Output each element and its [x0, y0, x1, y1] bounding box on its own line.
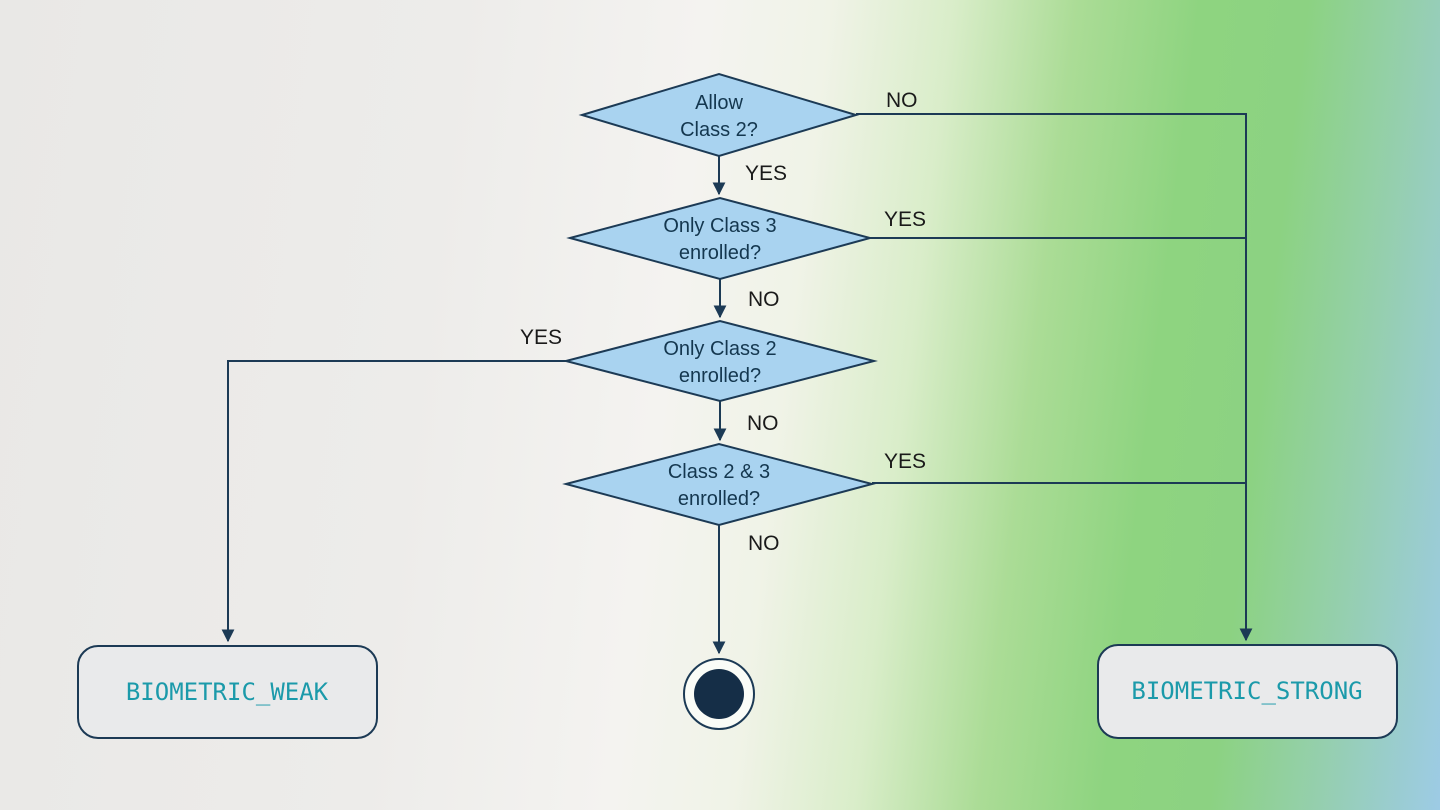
decision-only-class-2	[562, 319, 878, 403]
final-state-icon	[694, 669, 744, 719]
decision-only-class-2-line1: Only Class 2	[663, 338, 776, 360]
edge-allow-no-to-strong	[856, 113, 1253, 642]
decision-allow-class-2	[578, 72, 860, 158]
terminal-biometric-weak-label: BIOMETRIC_WEAK	[126, 678, 329, 706]
decision-only-class-3-line1: Only Class 3	[663, 215, 776, 237]
decision-only-class-2-line2: enrolled?	[679, 365, 761, 387]
label-only3-no: NO	[748, 288, 780, 311]
label-only2-yes: YES	[520, 326, 562, 349]
decision-class-2-and-3	[562, 442, 876, 527]
label-class23-no: NO	[748, 532, 780, 555]
terminal-biometric-weak	[77, 645, 378, 739]
terminal-biometric-strong	[1097, 644, 1398, 739]
edge-only2-yes-to-weak	[221, 360, 566, 643]
label-only2-no: NO	[747, 412, 779, 435]
decision-class-2-and-3-line1: Class 2 & 3	[668, 461, 770, 483]
decision-only-class-3-line2: enrolled?	[679, 242, 761, 264]
label-allow-no: NO	[886, 89, 918, 112]
terminal-biometric-strong-label: BIOMETRIC_STRONG	[1131, 677, 1362, 705]
label-only3-yes: YES	[884, 208, 926, 231]
label-class23-yes: YES	[884, 450, 926, 473]
decision-allow-class-2-line2: Class 2?	[680, 119, 758, 141]
decision-class-2-and-3-line2: enrolled?	[678, 488, 760, 510]
decision-only-class-3	[566, 196, 874, 281]
label-allow-yes: YES	[745, 162, 787, 185]
decision-allow-class-2-line1: Allow	[695, 92, 743, 114]
